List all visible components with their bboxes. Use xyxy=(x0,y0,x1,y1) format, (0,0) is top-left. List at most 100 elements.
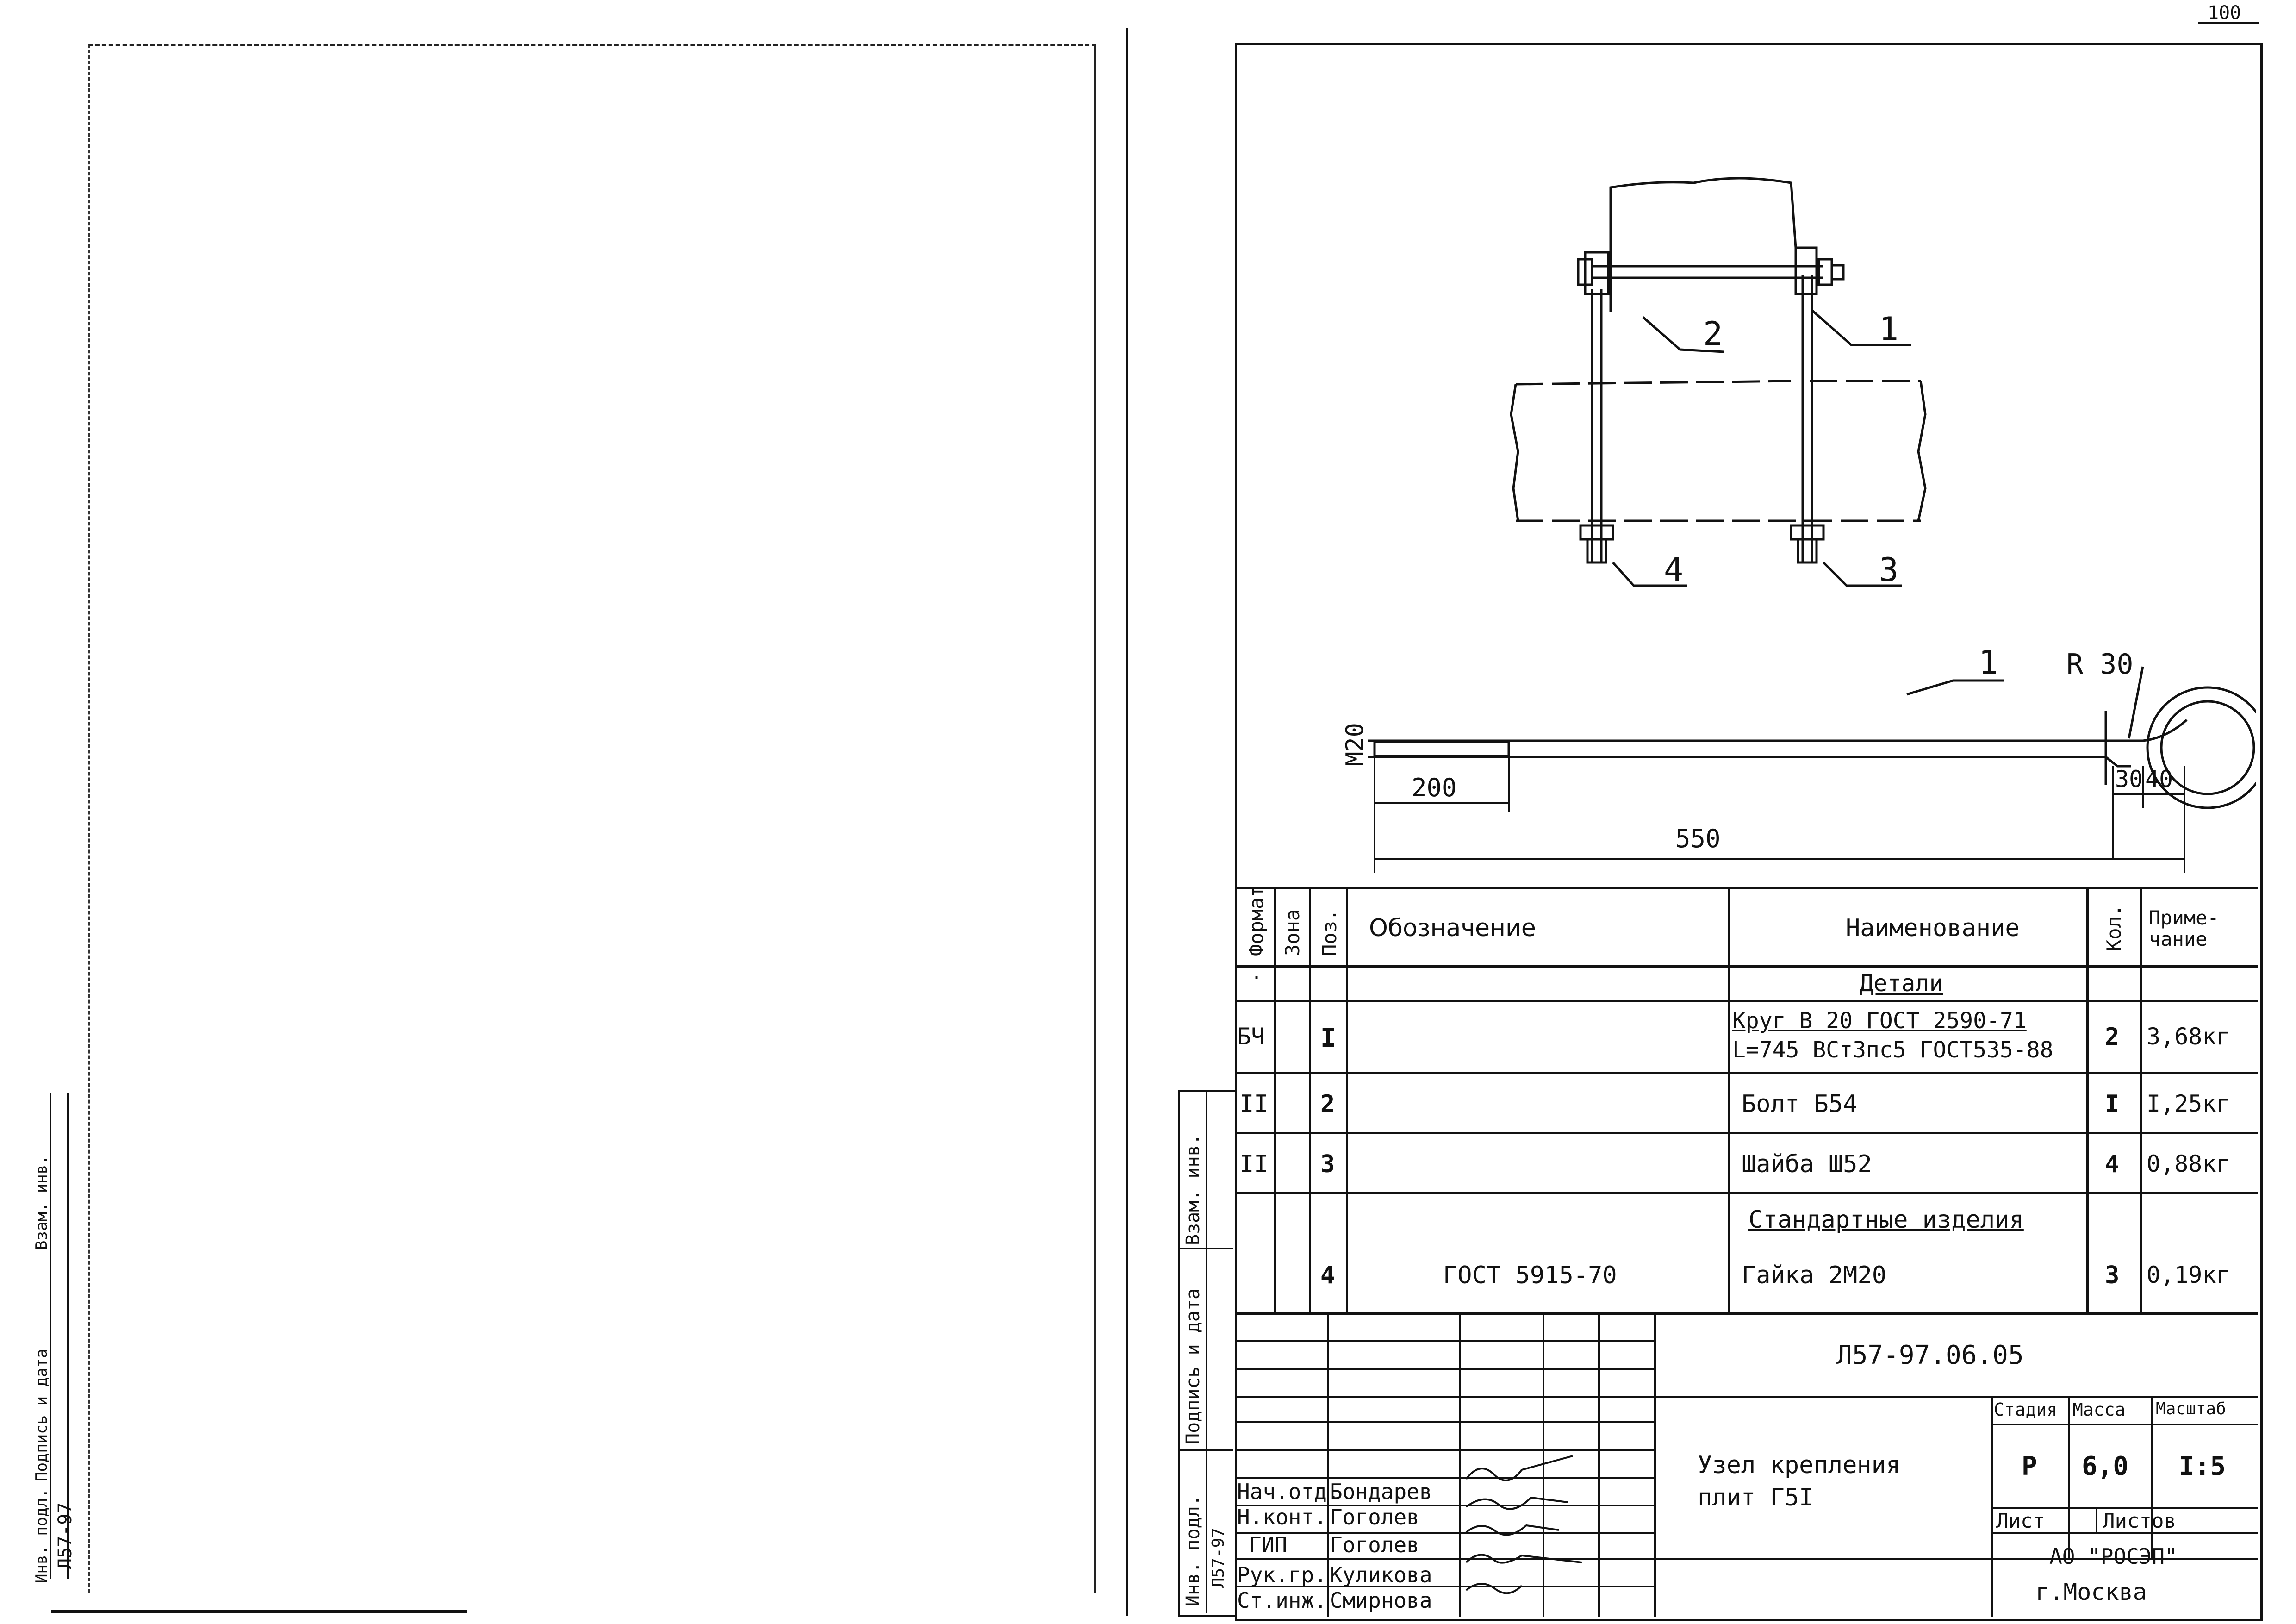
tb-stage-row xyxy=(1991,1424,2258,1425)
dim-30: 30 xyxy=(2115,766,2143,793)
right-margin-cell-1 xyxy=(1178,1248,1233,1249)
staff-role-2: Н.конт. xyxy=(1237,1505,1327,1530)
radius-label: R 30 xyxy=(2066,648,2134,681)
header-format: Формат xyxy=(1245,886,1268,956)
doc-code: Л57-97.06.05 xyxy=(1836,1340,2024,1370)
slab-outline xyxy=(1510,380,1927,522)
signatures xyxy=(1465,1455,1582,1594)
header-name: Наименование xyxy=(1846,914,2020,942)
header-zone: Зона xyxy=(1281,909,1304,956)
staff-role-3: ГИП xyxy=(1249,1532,1288,1557)
dim-550: 550 xyxy=(1675,824,1721,853)
tb-top-rule xyxy=(1235,1312,2258,1315)
spec-col-line-5 xyxy=(2086,887,2089,1312)
left-page-frame xyxy=(88,44,1096,1593)
row4-qty: 3 xyxy=(2105,1262,2120,1289)
doc-title-1: Узел крепления xyxy=(1698,1451,1901,1479)
leader-label-1-top: 1 xyxy=(1879,310,1898,348)
stage-value: Р xyxy=(2022,1451,2037,1481)
right-margin-strip-divider xyxy=(1206,1090,1207,1613)
spec-row-line-3 xyxy=(1235,1072,2258,1074)
leader-label-3: 3 xyxy=(1879,551,1898,589)
dim-200: 200 xyxy=(1412,773,1457,802)
row3-name: Шайба Ш52 xyxy=(1742,1150,1872,1178)
sheet-number: 100 xyxy=(2208,2,2241,24)
row3-note: 0,88кг xyxy=(2147,1150,2230,1177)
doc-title-2: плит Г5I xyxy=(1698,1484,1814,1512)
spec-col-line-4 xyxy=(1728,887,1730,1312)
left-margin-divider-2 xyxy=(50,1093,51,1579)
staff-role-5: Ст.инж. xyxy=(1237,1588,1327,1613)
tb-stage-col xyxy=(1991,1396,1993,1617)
section-standard: Стандартные изделия xyxy=(1748,1206,2024,1234)
row1-note: 3,68кг xyxy=(2147,1023,2230,1050)
title-block: Нач.отд. Бондарев Н.конт. Гоголев ГИП Го… xyxy=(1235,1312,2258,1617)
row2-note: I,25кг xyxy=(2147,1090,2230,1117)
row4-pos: 4 xyxy=(1320,1262,1335,1289)
tb-col-5 xyxy=(1654,1312,1656,1617)
tb-col-4 xyxy=(1598,1312,1600,1617)
spec-col-line-2 xyxy=(1309,887,1311,1312)
tb-row-4 xyxy=(1235,1421,1654,1423)
right-margin-label-sign: Подпись и дата xyxy=(1182,1288,1204,1444)
tb-row-2 xyxy=(1235,1368,1654,1370)
row1-qty: 2 xyxy=(2105,1023,2120,1051)
format-mark-row0: · xyxy=(1251,968,1263,989)
row3-format: II xyxy=(1239,1150,1269,1178)
tb-row-5 xyxy=(1235,1449,1654,1451)
leader-label-1-bottom: 1 xyxy=(1979,643,1998,681)
row2-qty: I xyxy=(2105,1090,2120,1118)
tb-row-8 xyxy=(1235,1532,1654,1534)
rod-left xyxy=(1591,289,1603,562)
thread-label: M20 xyxy=(1341,723,1369,766)
leader-label-2: 2 xyxy=(1703,315,1723,353)
rod-right xyxy=(1801,275,1813,562)
right-margin-label-inv: Инв. подл. xyxy=(1182,1495,1204,1606)
spec-row-line-4 xyxy=(1235,1132,2258,1134)
row4-name: Гайка 2М20 xyxy=(1742,1262,1887,1289)
right-margin-label-vzam: Взам. инв. xyxy=(1182,1134,1204,1245)
tb-sheets-row xyxy=(1991,1507,2258,1509)
staff-name-1: Бондарев xyxy=(1330,1479,1432,1504)
tb-col-1 xyxy=(1327,1312,1329,1617)
row1-name-1: Круг В 20 ГОСТ 2590-71 xyxy=(1732,1008,2027,1034)
left-page-bottom-stroke xyxy=(51,1610,467,1613)
org-name: АО "РОСЭП" xyxy=(2049,1544,2178,1569)
row1-pos: I xyxy=(1320,1023,1336,1053)
row2-pos: 2 xyxy=(1320,1090,1335,1118)
tb-row-1 xyxy=(1235,1340,1654,1342)
bottom-nuts xyxy=(1579,524,1825,564)
header-qty: Кол. xyxy=(2103,904,2125,951)
header-designation: Обозначение xyxy=(1369,914,1536,942)
header-note: Приме-чание xyxy=(2149,906,2219,950)
row3-qty: 4 xyxy=(2105,1150,2120,1178)
tb-row-6 xyxy=(1235,1477,1654,1479)
left-margin-stamp: Л57-97 xyxy=(55,1502,76,1570)
row1-name-2: L=745 ВСт3пс5 ГОСТ535-88 xyxy=(1732,1037,2053,1063)
spec-table: Формат Зона Поз. Обозначение Наименовани… xyxy=(1235,886,2258,1312)
left-margin-divider xyxy=(67,1093,69,1579)
staff-role-4: Рук.гр. xyxy=(1237,1562,1327,1587)
tb-row-10 xyxy=(1235,1586,1654,1587)
tb-mass-col xyxy=(2068,1396,2070,1558)
header-pos: Поз. xyxy=(1318,909,1341,956)
spec-col-line-1 xyxy=(1274,887,1276,1312)
tb-sheets-row-2 xyxy=(1991,1532,2258,1534)
tb-row-7 xyxy=(1235,1505,1654,1506)
right-margin-stamp: Л57-97 xyxy=(1209,1527,1228,1588)
upper-element-outline xyxy=(1609,177,1797,312)
staff-role-1: Нач.отд. xyxy=(1237,1479,1340,1504)
dim-40: 40 xyxy=(2145,766,2173,793)
scale-value: I:5 xyxy=(2179,1451,2226,1481)
left-margin-label-sign: Подпись и дата xyxy=(32,1349,51,1481)
scale-label: Масштаб xyxy=(2156,1399,2226,1418)
row3-pos: 3 xyxy=(1320,1150,1335,1178)
row1-format: БЧ xyxy=(1237,1023,1265,1050)
leader-label-4: 4 xyxy=(1664,551,1683,589)
stage-label: Стадия xyxy=(1994,1399,2058,1420)
eye-rod-detail xyxy=(1368,686,2256,809)
bolt-horizontal xyxy=(1577,246,1845,295)
section-details: Детали xyxy=(1860,970,1943,997)
spec-col-line-3 xyxy=(1346,887,1348,1312)
staff-name-5: Смирнова xyxy=(1330,1588,1432,1613)
